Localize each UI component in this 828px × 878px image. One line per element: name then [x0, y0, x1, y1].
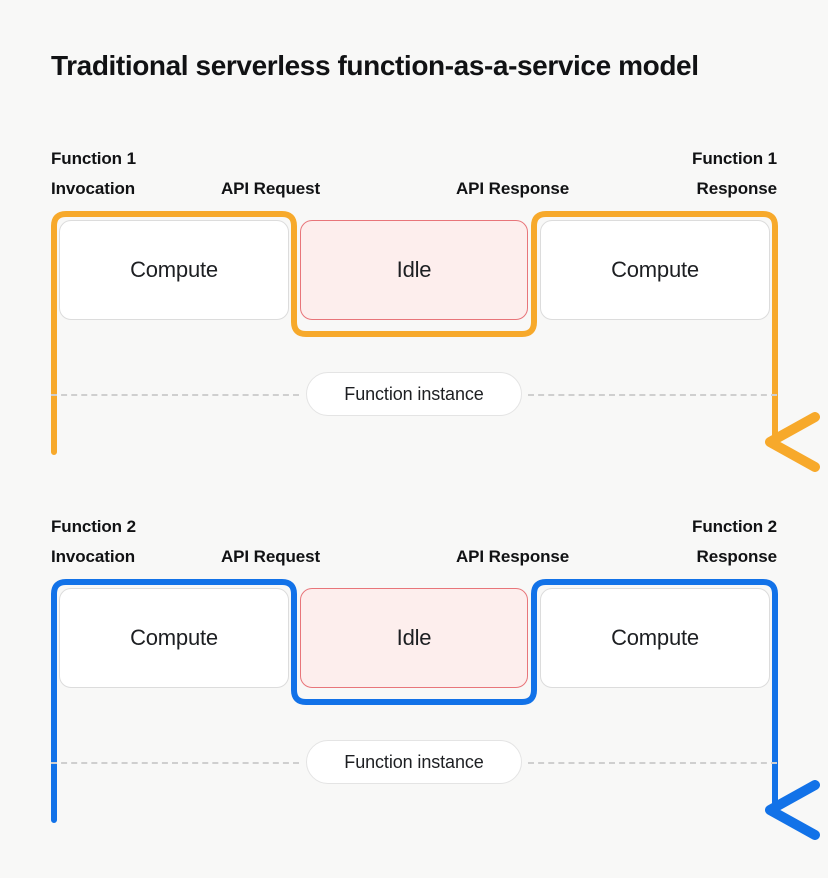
label-row-function-2: Function 2 Invocation API Request API Re…	[0, 498, 828, 572]
dashed-line-left	[51, 762, 299, 764]
label-api-request-2: API Request	[221, 547, 321, 566]
label-function-1-response: Function 1 Response	[692, 144, 777, 204]
label-line-2: Response	[696, 179, 778, 198]
phase-box-idle: Idle	[300, 588, 528, 688]
section-function-1: Function 1 Invocation API Request API Re…	[0, 130, 828, 472]
phase-box-compute: Compute	[540, 220, 770, 320]
page-title: Traditional serverless function-as-a-ser…	[51, 50, 699, 81]
phase-label: Compute	[130, 625, 218, 650]
phase-label: Compute	[130, 257, 218, 282]
label-api-response-1: API Response	[456, 179, 570, 198]
dashed-line-right	[528, 762, 777, 764]
label-function-2-response: Function 2 Response	[692, 512, 777, 572]
phase-box-compute: Compute	[59, 588, 289, 688]
label-line-1: Function 2	[51, 517, 136, 536]
phase-box-compute: Compute	[540, 588, 770, 688]
label-line-1: Function 2	[692, 517, 777, 536]
label-function-2-invocation: Function 2 Invocation	[51, 512, 136, 572]
label-line-1: Function 1	[692, 149, 777, 168]
execution-path-function-2	[51, 579, 820, 840]
phase-label: Idle	[396, 625, 432, 650]
phase-label: Idle	[396, 257, 432, 282]
phase-label: Compute	[611, 625, 699, 650]
label-line-2: Response	[696, 547, 778, 566]
phase-box-idle: Idle	[300, 220, 528, 320]
function-instance-label: Function instance	[344, 751, 484, 772]
timeline-function-2: Compute Idle Compute	[0, 572, 828, 840]
instance-line-function-2: Function instance	[0, 732, 828, 794]
label-api-request-1: API Request	[221, 179, 321, 198]
function-instance-pill: Function instance	[306, 740, 522, 784]
section-function-2: Function 2 Invocation API Request API Re…	[0, 498, 828, 840]
instance-line-function-1: Function instance	[0, 364, 828, 426]
label-function-1-invocation: Function 1 Invocation	[51, 144, 136, 204]
label-line-2: Invocation	[51, 179, 136, 198]
label-line-1: Function 1	[51, 149, 136, 168]
timeline-function-1: Compute Idle Compute	[0, 204, 828, 472]
phase-label: Compute	[611, 257, 699, 282]
dashed-line-left	[51, 394, 299, 396]
label-line-2: Invocation	[51, 547, 136, 566]
execution-path-function-1	[51, 211, 820, 472]
function-instance-pill: Function instance	[306, 372, 522, 416]
phase-box-compute: Compute	[59, 220, 289, 320]
dashed-line-right	[528, 394, 777, 396]
label-api-response-2: API Response	[456, 547, 570, 566]
function-instance-label: Function instance	[344, 383, 484, 404]
label-row-function-1: Function 1 Invocation API Request API Re…	[0, 130, 828, 204]
